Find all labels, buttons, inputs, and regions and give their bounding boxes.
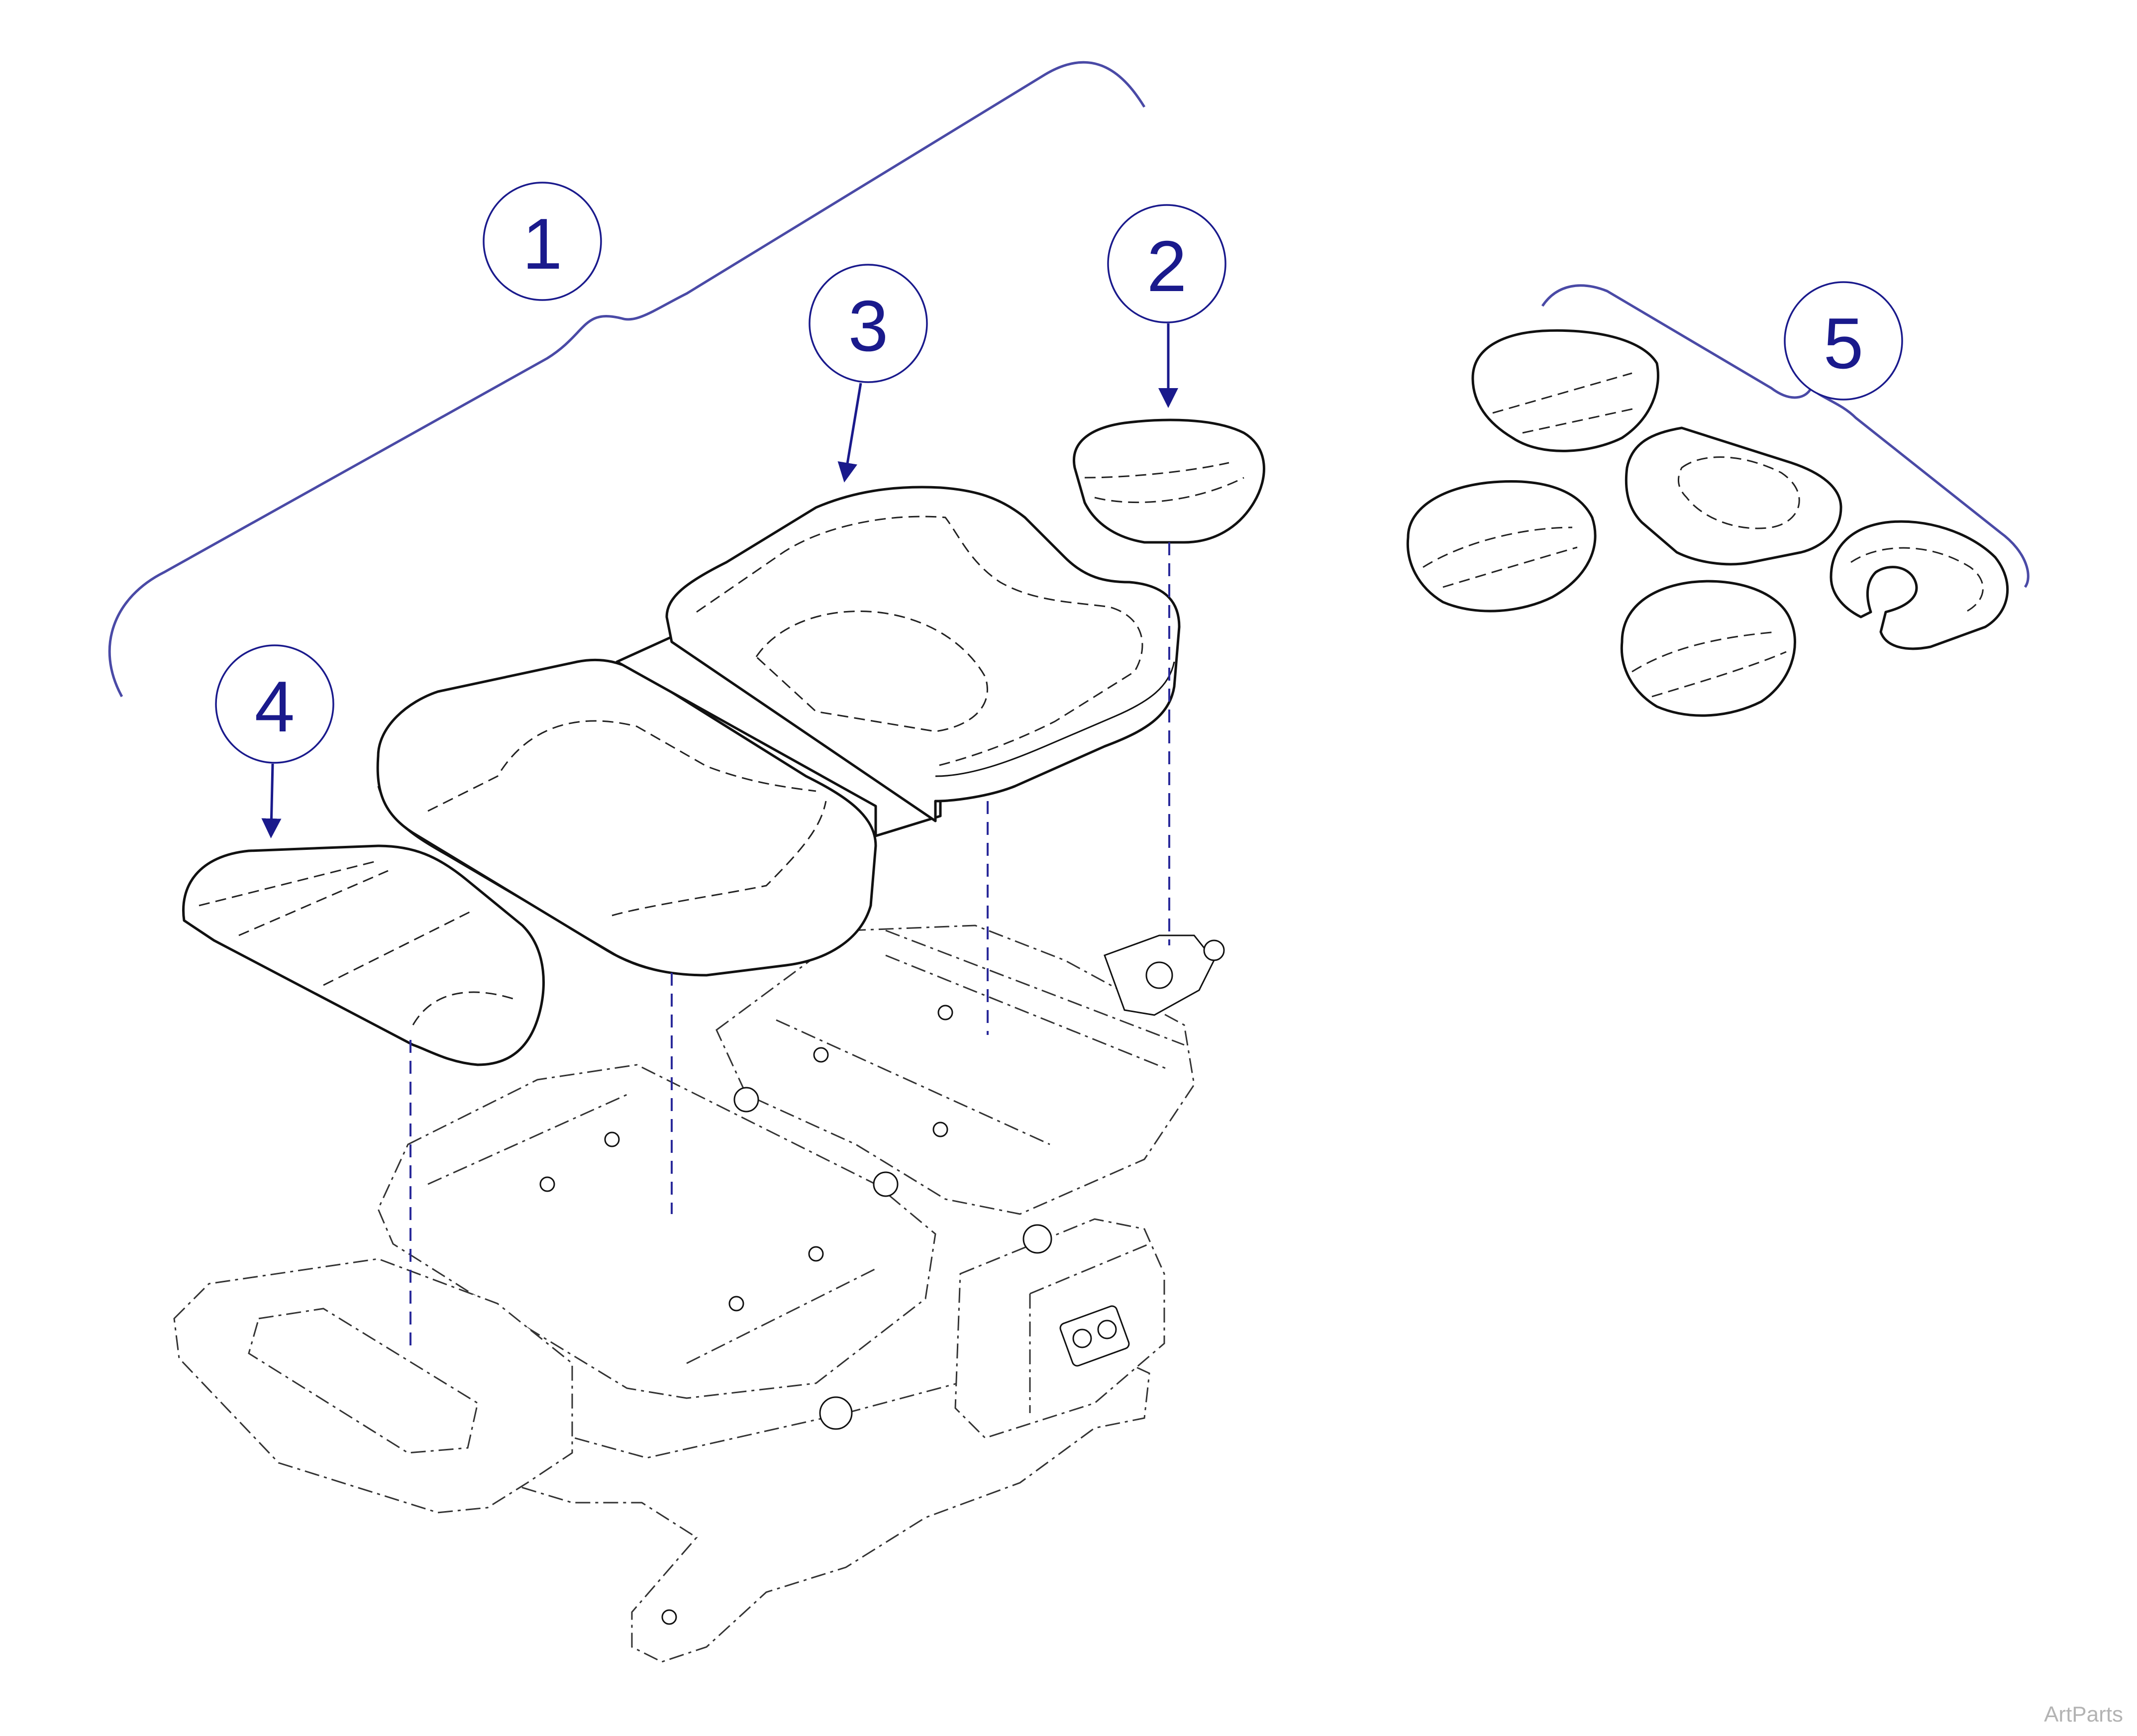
head-frame: [715, 924, 1195, 1215]
fastener: [813, 1047, 829, 1063]
head-frame-slot: [776, 929, 1185, 1145]
callout-1-label: 1: [522, 204, 563, 284]
pad-seam: [1631, 631, 1787, 698]
pad-contoured-center: [1625, 426, 1842, 566]
callout-5-label: 5: [1824, 303, 1864, 384]
callout-5: 5: [1784, 281, 1903, 401]
fastener: [808, 1246, 824, 1262]
leader-callout-3: [837, 383, 862, 483]
seat-frame-slot: [427, 1094, 876, 1364]
adjustment-knob: [1022, 1224, 1052, 1254]
callout-3-label: 3: [848, 286, 889, 366]
back-cushion-outline: [665, 486, 1181, 822]
head-cushion-outline: [1073, 418, 1265, 544]
pad-oval-left: [1406, 480, 1597, 613]
head-cushion-seam: [1084, 462, 1244, 504]
fastener: [539, 1176, 555, 1192]
pad-seam: [1423, 526, 1578, 588]
leader-callout-4: [261, 763, 282, 838]
foot-cushion-seam: [199, 860, 518, 1025]
callout-4: 4: [215, 644, 334, 764]
head-mount-knob: [1145, 961, 1173, 989]
fastener: [604, 1131, 620, 1147]
back-cushion-side-edge: [935, 661, 1175, 777]
fastener: [733, 1087, 759, 1113]
callout-5-circle: [1784, 281, 1903, 401]
pad-oval-lower: [1620, 580, 1796, 717]
pad-seam: [1492, 372, 1637, 434]
seat-frame-assembly: [173, 924, 1225, 1514]
pad-oval-upper-left: [1471, 329, 1659, 452]
seat-cushion-seam: [427, 720, 827, 917]
bracket-callout-1: [108, 61, 1146, 698]
fastener: [728, 1296, 744, 1312]
foot-frame-slot: [248, 1308, 479, 1454]
pedestal-edge: [1029, 1243, 1150, 1413]
foot-cushion-outline: [182, 844, 545, 1066]
callout-1: 1: [483, 182, 602, 301]
callout-1-circle: [483, 182, 602, 301]
back-cushion-seam: [696, 515, 1143, 767]
fastener: [932, 1122, 948, 1137]
base-bolt-hole: [661, 1609, 677, 1625]
seat-cushion-base-edge: [377, 786, 707, 976]
pad-horseshoe: [1830, 520, 2009, 650]
foot-cushion: [182, 844, 545, 1066]
pad-contoured-recess: [1677, 456, 1800, 529]
watermark: ArtParts: [2044, 1702, 2123, 1727]
foot-frame: [173, 1258, 573, 1514]
outlet-socket-left: [1072, 1328, 1092, 1348]
back-cushion-center-panel: [755, 610, 988, 732]
head-cushion: [1073, 418, 1265, 544]
outlet-socket-right: [1097, 1320, 1117, 1339]
positioning-pad-kit: [1406, 329, 2009, 717]
callout-3-circle: [809, 264, 928, 383]
seat-frame: [377, 1064, 936, 1399]
callout-4-circle: [215, 644, 334, 764]
callout-3: 3: [809, 264, 928, 383]
side-knob: [819, 1396, 853, 1430]
back-cushion: [665, 486, 1181, 822]
head-mount-pin: [1203, 939, 1225, 961]
callout-2: 2: [1107, 204, 1226, 323]
fastener: [937, 1005, 953, 1021]
fastener: [873, 1171, 899, 1197]
callout-2-label: 2: [1147, 226, 1187, 306]
callout-2-circle: [1107, 204, 1226, 323]
seat-cushion: [376, 658, 877, 977]
pad-horseshoe-seam: [1850, 547, 1984, 613]
callout-4-label: 4: [255, 666, 295, 747]
